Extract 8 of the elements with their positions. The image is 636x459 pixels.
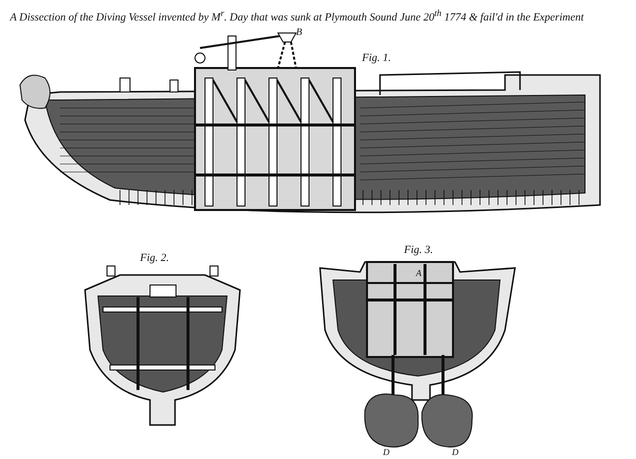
figure-label: Fig. 2. [140,252,170,264]
callout-letter: B [296,27,302,38]
callout-letter: D [452,447,458,457]
callout-letter: D [383,447,390,457]
title: A Dissection of the Diving Vessel invented by M$^{r}$. Day that was sunk at Plymouth Sound June 20$^{th}$ 1774 & fail'd in the Experiment [10,8,584,24]
callout-letter: A [416,268,422,278]
figure-label: Fig. 3. [404,244,434,256]
figure-label: Fig. 1. [362,52,392,64]
